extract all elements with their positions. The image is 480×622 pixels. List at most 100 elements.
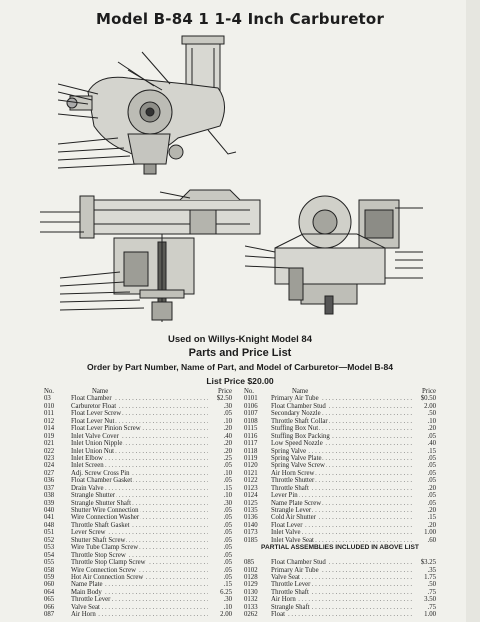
- part-name: Primary Air Tube: [271, 395, 320, 403]
- part-row: . . . . . . . . . . . . . . . . . . . . …: [44, 454, 232, 463]
- part-row: . . . . . . . . . . . . . . . . . . . . …: [44, 484, 232, 493]
- leader-dots: . . . . . . . . . . . . . . . . . . . . …: [71, 492, 208, 500]
- part-row: . . . . . . . . . . . . . . . . . . . . …: [44, 529, 232, 537]
- part-number: 0130: [244, 588, 258, 596]
- part-price: .25: [222, 454, 232, 463]
- part-row: . . . . . . . . . . . . . . . . . . . . …: [44, 573, 232, 582]
- right-column-header: No. Name Price: [244, 388, 436, 395]
- header-name: Name: [292, 388, 309, 395]
- part-name: Inlet Union Nipple: [71, 440, 124, 448]
- part-row: . . . . . . . . . . . . . . . . . . . . …: [244, 484, 436, 493]
- part-name: Wire Connection Washer: [71, 514, 141, 522]
- part-row: . . . . . . . . . . . . . . . . . . . . …: [44, 566, 232, 574]
- part-name: Float Lever Pinion Screw: [71, 425, 142, 433]
- part-name: Float Lever Nut: [71, 417, 116, 426]
- leader-dots: . . . . . . . . . . . . . . . . . . . . …: [71, 462, 208, 470]
- part-row: . . . . . . . . . . . . . . . . . . . . …: [244, 447, 436, 455]
- part-name: Throttle Lever: [271, 581, 312, 589]
- part-name: Name Plate Screw: [271, 499, 323, 508]
- leader-dots: . . . . . . . . . . . . . . . . . . . . …: [71, 477, 208, 485]
- part-price: .60: [426, 536, 436, 545]
- part-number: 051: [44, 529, 55, 537]
- part-number: 0108: [244, 417, 258, 425]
- part-row: . . . . . . . . . . . . . . . . . . . . …: [44, 507, 232, 515]
- part-name: Primary Air Tube: [271, 566, 320, 574]
- part-name: Air Horn Screw: [271, 469, 316, 478]
- part-price: 1.00: [423, 529, 436, 537]
- part-price: .15: [426, 447, 436, 455]
- part-number: 012: [44, 417, 55, 425]
- part-number: 0106: [244, 402, 258, 410]
- leader-dots: . . . . . . . . . . . . . . . . . . . . …: [271, 581, 412, 589]
- leader-dots: . . . . . . . . . . . . . . . . . . . . …: [71, 603, 208, 611]
- part-name: Stuffing Box Packing: [271, 432, 331, 441]
- leader-dots: . . . . . . . . . . . . . . . . . . . . …: [71, 596, 208, 604]
- part-row: . . . . . . . . . . . . . . . . . . . . …: [44, 603, 232, 612]
- header-name: Name: [92, 388, 109, 395]
- part-name: Float Lever: [271, 521, 304, 530]
- leader-dots: . . . . . . . . . . . . . . . . . . . . …: [271, 462, 412, 470]
- part-row: . . . . . . . . . . . . . . . . . . . . …: [244, 581, 436, 589]
- header-price: Price: [218, 388, 232, 395]
- part-name: Lever Screw: [71, 529, 107, 537]
- part-name: Spring Valve: [271, 447, 308, 455]
- part-row: . . . . . . . . . . . . . . . . . . . . …: [44, 410, 232, 418]
- part-row: . . . . . . . . . . . . . . . . . . . . …: [44, 477, 232, 485]
- part-name: Float Chamber Gasket: [71, 477, 134, 485]
- part-name: Throttle Lever: [71, 596, 112, 604]
- part-row: . . . . . . . . . . . . . . . . . . . . …: [244, 402, 436, 411]
- part-price: .05: [426, 469, 436, 478]
- part-price: .35: [426, 566, 436, 574]
- part-number: 03: [44, 395, 51, 403]
- part-row: . . . . . . . . . . . . . . . . . . . . …: [44, 536, 232, 545]
- part-name: Low Speed Nozzle: [271, 440, 324, 448]
- part-number: 055: [44, 559, 55, 567]
- part-number: 039: [44, 499, 55, 507]
- part-row: . . . . . . . . . . . . . . . . . . . . …: [244, 499, 436, 508]
- part-number: 0128: [244, 573, 258, 581]
- part-name: Secondary Nozzle: [271, 410, 322, 418]
- part-price: 2.00: [219, 611, 232, 619]
- scan-edge-shadow: [466, 0, 480, 622]
- part-price: .15: [426, 514, 436, 522]
- part-price: .30: [222, 499, 232, 508]
- part-number: 066: [44, 603, 55, 611]
- page-title: Model B-84 1 1-4 Inch Carburetor: [95, 10, 385, 28]
- part-row: . . . . . . . . . . . . . . . . . . . . …: [244, 469, 436, 478]
- part-name: Shutter Shaft Screw: [71, 536, 127, 545]
- part-name: Float Chamber: [71, 395, 113, 403]
- part-price: .05: [222, 551, 232, 560]
- part-name: Throttle Shaft: [271, 484, 310, 493]
- leader-dots: . . . . . . . . . . . . . . . . . . . . …: [271, 477, 412, 485]
- part-price: .05: [222, 566, 232, 574]
- part-row: . . . . . . . . . . . . . . . . . . . . …: [244, 536, 436, 545]
- leader-dots: . . . . . . . . . . . . . . . . . . . . …: [271, 469, 412, 477]
- header-no: No.: [244, 388, 255, 395]
- part-price: $3.25: [419, 559, 436, 567]
- part-row: . . . . . . . . . . . . . . . . . . . . …: [244, 454, 436, 463]
- part-name: Strangle Lever: [271, 507, 313, 515]
- part-number: 0118: [244, 447, 258, 455]
- part-price: .10: [426, 417, 436, 426]
- part-row: . . . . . . . . . . . . . . . . . . . . …: [244, 566, 436, 574]
- part-number: 0117: [244, 440, 258, 448]
- part-name: Wire Tube Clamp Screw: [71, 544, 140, 552]
- part-price: .75: [426, 588, 436, 597]
- leader-dots: . . . . . . . . . . . . . . . . . . . . …: [71, 588, 208, 596]
- leader-dots: . . . . . . . . . . . . . . . . . . . . …: [271, 603, 412, 611]
- leader-dots: . . . . . . . . . . . . . . . . . . . . …: [271, 402, 412, 410]
- part-number: 036: [44, 477, 55, 485]
- leader-dots: . . . . . . . . . . . . . . . . . . . . …: [71, 499, 208, 507]
- part-row: . . . . . . . . . . . . . . . . . . . . …: [44, 492, 232, 500]
- part-name: Throttle Shaft Collar: [271, 417, 329, 426]
- part-row: . . . . . . . . . . . . . . . . . . . . …: [44, 551, 232, 560]
- part-row: . . . . . . . . . . . . . . . . . . . . …: [44, 588, 232, 597]
- leader-dots: . . . . . . . . . . . . . . . . . . . . …: [271, 514, 412, 522]
- leader-dots: . . . . . . . . . . . . . . . . . . . . …: [71, 521, 208, 529]
- leader-dots: . . . . . . . . . . . . . . . . . . . . …: [271, 417, 412, 425]
- part-row: . . . . . . . . . . . . . . . . . . . . …: [44, 440, 232, 448]
- part-price: 3.50: [423, 596, 436, 604]
- part-number: 0140: [244, 521, 258, 529]
- leader-dots: . . . . . . . . . . . . . . . . . . . . …: [71, 611, 208, 619]
- part-number: 010: [44, 402, 55, 410]
